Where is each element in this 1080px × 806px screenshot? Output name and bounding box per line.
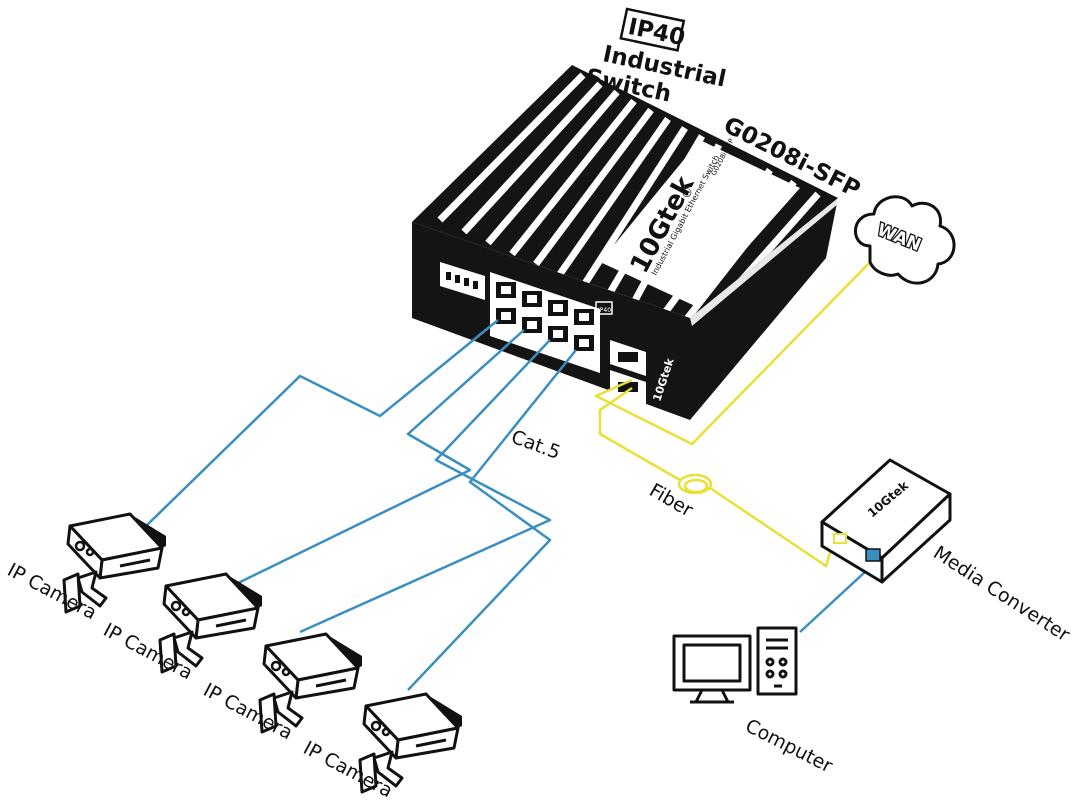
cat5-label: Cat.5 — [508, 426, 563, 464]
fiber-label: Fiber — [646, 479, 697, 521]
cloud-icon: WAN — [854, 195, 956, 285]
ip40-badge — [619, 7, 686, 52]
computer-label: Computer — [742, 715, 836, 778]
ethernet-cables — [143, 319, 879, 691]
network-switch-icon: 10Gtek ® Industrial Gigabit Ethernet Swi… — [412, 65, 864, 420]
media-converter-icon: 10Gtek — [820, 458, 952, 584]
media-converter-label: Media Converter — [929, 542, 1073, 646]
rj45-ports — [490, 272, 600, 373]
desktop-computer-icon — [672, 626, 798, 704]
switch-brand-registered: ® — [678, 184, 696, 201]
switch-ip-mark: IP40 — [598, 307, 611, 314]
